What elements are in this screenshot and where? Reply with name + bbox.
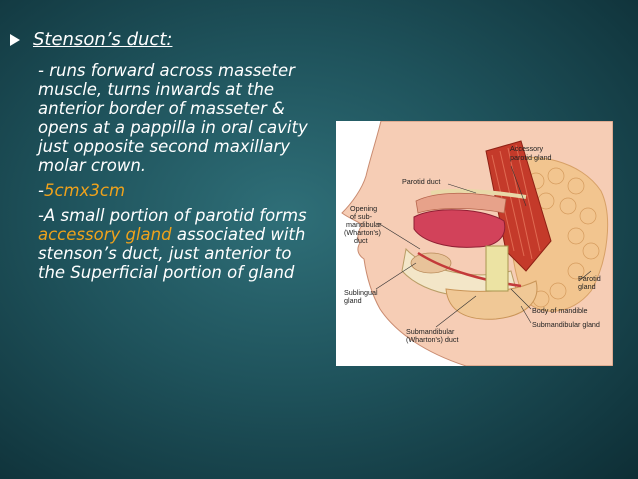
label-accessory-2: parotid gland: [510, 153, 552, 162]
label-parotid-1: Parotid: [578, 274, 601, 283]
parotid-duct: [430, 188, 527, 199]
anatomy-illustration: Accessory parotid gland Parotid duct Ope…: [341, 121, 613, 366]
label-opening-3: mandibular: [346, 220, 382, 229]
label-parotid-2: gland: [578, 282, 596, 291]
paragraph-route: - runs forward across masseter muscle, t…: [38, 61, 308, 175]
label-submand-gland: Submandibular gland: [532, 320, 600, 329]
label-opening-1: Opening: [350, 204, 377, 213]
slide-heading: Stenson’s duct:: [33, 29, 173, 50]
size-highlight: 5cmx3cm: [43, 181, 126, 200]
label-opening-5: duct: [354, 236, 368, 245]
label-sublingual-2: gland: [344, 296, 362, 305]
bullet-arrow-icon: [10, 34, 20, 46]
label-accessory-1: Accessory: [510, 144, 544, 153]
submandibular-duct: [417, 251, 522, 288]
label-body-mandible: Body of mandible: [532, 306, 588, 315]
label-submand-duct-2: (Wharton's) duct: [406, 335, 459, 344]
label-opening-2: of sub-: [350, 212, 373, 221]
label-parotid-duct: Parotid duct: [402, 177, 440, 186]
paragraph-size: -5cmx3cm: [38, 181, 126, 200]
paragraph-accessory: -A small portion of parotid forms access…: [38, 206, 307, 282]
jaw-bone-block: [485, 245, 509, 292]
accessory-gland-highlight: accessory gland: [38, 225, 172, 244]
upper-palate: [415, 192, 507, 214]
label-submand-duct-1: Submandibular: [406, 327, 455, 336]
salivary-gland-figure: Accessory parotid gland Parotid duct Ope…: [336, 121, 613, 366]
leader-lines: [375, 165, 592, 328]
slide-body: - runs forward across masseter muscle, t…: [33, 61, 318, 288]
label-sublingual-1: Sublingual: [344, 288, 378, 297]
masseter-fibers: [491, 144, 541, 260]
label-opening-4: (Wharton's): [344, 228, 381, 237]
sublingual-gland: [410, 252, 452, 274]
tongue: [413, 209, 506, 248]
